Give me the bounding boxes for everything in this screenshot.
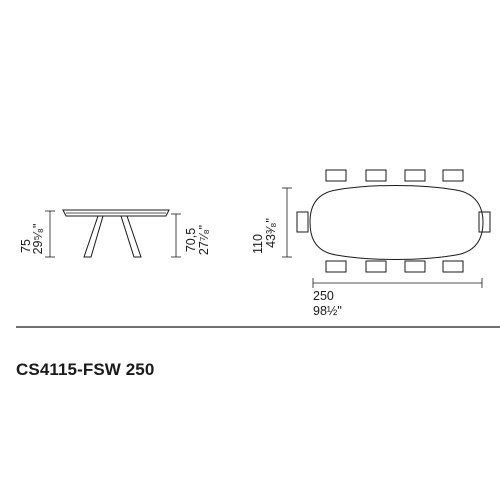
chair	[404, 169, 426, 182]
chair	[404, 260, 426, 273]
side-height-in: 29⁵⁄₈"	[31, 224, 45, 255]
side-height-cm: 75	[19, 239, 33, 253]
top-width-in: 43³⁄₈"	[264, 218, 278, 248]
end-height-cm: 70,5	[184, 228, 198, 252]
table-top-view	[296, 169, 491, 273]
top-width-cm: 110	[251, 234, 265, 254]
chair	[365, 260, 387, 273]
chair	[296, 211, 309, 233]
chair	[442, 260, 464, 273]
top-length-dimension: 250 98½"	[312, 278, 483, 318]
table-side-view	[62, 209, 170, 258]
chair	[442, 169, 464, 182]
side-height-dimension: 75 29⁵⁄₈"	[19, 210, 55, 258]
chair	[325, 169, 347, 182]
table-top-outline	[309, 185, 484, 260]
top-length-in: 98½"	[313, 304, 342, 318]
top-width-dimension: 110 43³⁄₈"	[251, 187, 292, 258]
end-height-dimension: 70,5 27⁷⁄₈"	[171, 213, 211, 258]
chair	[478, 211, 491, 233]
chair	[325, 260, 347, 273]
chair	[365, 169, 387, 182]
top-length-cm: 250	[313, 289, 334, 303]
end-height-in: 27⁷⁄₈"	[197, 225, 211, 255]
product-code: CS4115-FSW 250	[16, 360, 155, 379]
